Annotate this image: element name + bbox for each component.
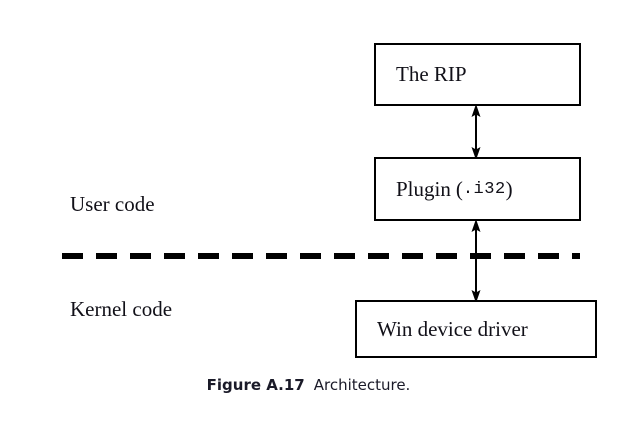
box-plugin-close-paren: ) [505,176,513,201]
label-user-code: User code [70,192,155,216]
box-win-device-driver-label: Win device driver [377,316,528,341]
double-headed-arrow-icon-rip-plugin [471,104,481,160]
figure-caption-number: Figure A.17 [206,376,305,394]
figure-caption: Figure A.17 Architecture. [0,376,617,394]
label-kernel-code: Kernel code [70,297,173,321]
box-the-rip-label: The RIP [396,62,467,86]
dashed-line-icon [62,253,580,259]
figure-caption-text: Architecture. [313,376,411,394]
box-plugin-open-paren: ( [455,176,463,201]
box-plugin: Plugin ( .i32 ) [374,157,581,221]
box-plugin-label: Plugin [396,176,451,201]
box-win-device-driver: Win device driver [355,300,597,358]
box-plugin-extension: .i32 [462,179,506,199]
box-the-rip: The RIP [374,43,581,106]
double-headed-arrow-icon-plugin-driver [471,219,481,303]
